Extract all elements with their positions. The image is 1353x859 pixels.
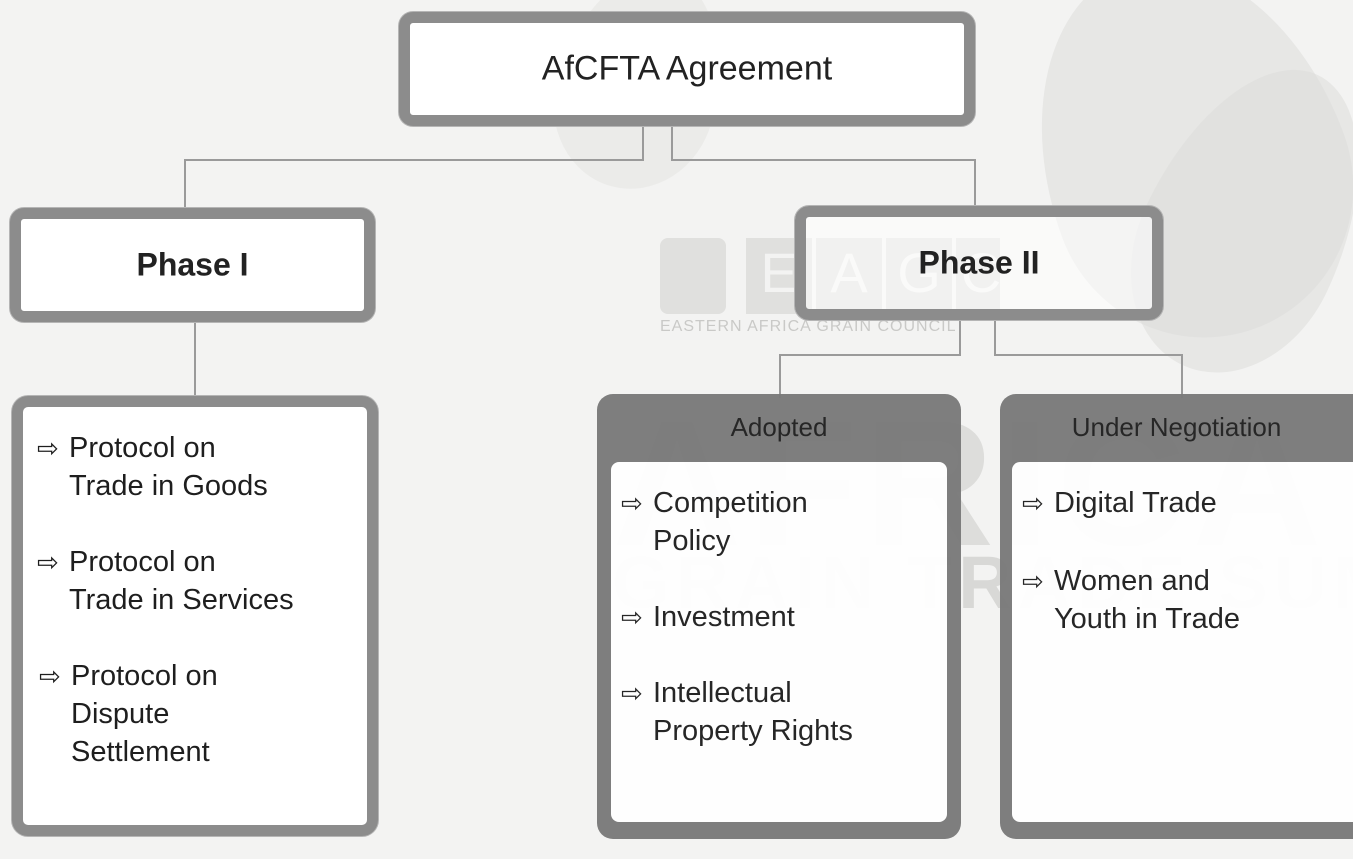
phase1-item: ⇨Protocol on Trade in Services [37, 543, 294, 619]
negotiation-list: ⇨Digital Trade ⇨Women and Youth in Trade [1012, 462, 1353, 822]
adopted-item: ⇨Competition Policy [621, 484, 808, 560]
adopted-list: ⇨Competition Policy ⇨Investment ⇨Intelle… [611, 462, 947, 822]
phase1-item: ⇨Protocol on Trade in Goods [37, 429, 268, 505]
connector-lines [184, 125, 1183, 398]
negotiation-item: ⇨Women and Youth in Trade [1022, 562, 1240, 638]
phase1-node: Phase I [10, 208, 375, 322]
arrow-icon: ⇨ [621, 678, 643, 708]
arrow-icon: ⇨ [1022, 566, 1044, 596]
negotiation-title: Under Negotiation [1071, 412, 1282, 442]
connector-root-to-phase2 [671, 125, 976, 212]
arrow-icon: ⇨ [39, 661, 61, 691]
root-title: AfCFTA Agreement [541, 49, 833, 88]
phase1-item: ⇨Protocol on Dispute Settlement [39, 657, 218, 771]
connector-phase2-to-negotiation [994, 318, 1183, 398]
root-node: AfCFTA Agreement [399, 12, 975, 126]
arrow-icon: ⇨ [621, 488, 643, 518]
negotiation-item: ⇨Digital Trade [1022, 484, 1217, 522]
negotiation-panel: Under Negotiation ⇨Digital Trade ⇨Women … [1000, 394, 1353, 839]
adopted-title: Adopted [730, 412, 828, 442]
adopted-item: ⇨Investment [621, 598, 795, 636]
arrow-icon: ⇨ [37, 433, 59, 463]
phase1-title: Phase I [136, 246, 249, 283]
adopted-panel: Adopted ⇨Competition Policy ⇨Investment … [597, 394, 961, 839]
phase2-node: Phase II [795, 206, 1163, 320]
arrow-icon: ⇨ [37, 547, 59, 577]
phase2-title: Phase II [918, 244, 1040, 281]
arrow-icon: ⇨ [1022, 488, 1044, 518]
adopted-item: ⇨Intellectual Property Rights [621, 674, 853, 750]
connector-root-to-phase1 [184, 125, 644, 212]
phase1-list-box: ⇨Protocol on Trade in Goods ⇨Protocol on… [12, 396, 378, 836]
arrow-icon: ⇨ [621, 602, 643, 632]
connector-phase2-to-adopted [779, 318, 961, 398]
